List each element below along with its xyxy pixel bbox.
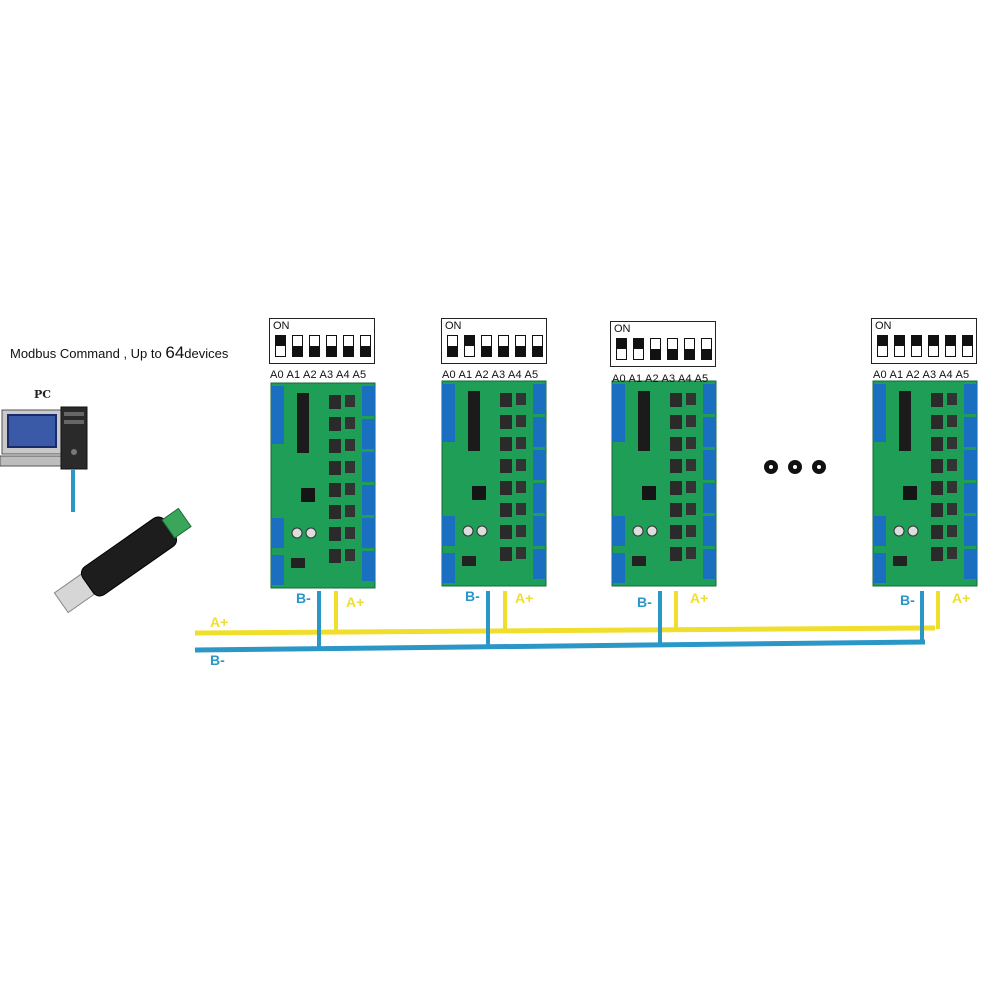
device2-b-minus-label: B- bbox=[465, 588, 480, 604]
dip-switch-4: ON bbox=[871, 318, 977, 364]
dip-switch-4-position-1 bbox=[894, 335, 905, 357]
device4-b-minus-label: B- bbox=[900, 592, 915, 608]
dip-on-label: ON bbox=[445, 320, 462, 332]
dip-switch-2: ON bbox=[441, 318, 547, 364]
pc-label: PC bbox=[34, 388, 52, 401]
dip-switch-2-position-4 bbox=[515, 335, 526, 357]
pc-computer-icon bbox=[0, 406, 88, 470]
device4-a-plus-label: A+ bbox=[952, 590, 971, 606]
relay-board-1 bbox=[270, 382, 376, 589]
diagram-title: Modbus Command , Up to 64devices bbox=[10, 343, 229, 362]
dip-switch-1-position-4 bbox=[343, 335, 354, 357]
more-devices-ellipsis bbox=[764, 460, 836, 479]
dip-on-label: ON bbox=[273, 320, 290, 332]
dip-on-label: ON bbox=[614, 323, 631, 335]
adapter-b-minus-label: B- bbox=[210, 652, 225, 668]
relay-board-3 bbox=[611, 380, 717, 587]
dip-switch-1: ON bbox=[269, 318, 375, 364]
relay-board-2 bbox=[441, 380, 547, 587]
dip-switch-3: ON bbox=[610, 321, 716, 367]
address-labels-3: A0 A1 A2 A3 A4 A5 bbox=[612, 373, 709, 385]
dip-switch-4-position-2 bbox=[911, 335, 922, 357]
dip-switch-4-position-3 bbox=[928, 335, 939, 357]
dip-switch-4-position-5 bbox=[962, 335, 973, 357]
device3-a-plus-label: A+ bbox=[690, 590, 709, 606]
address-labels-4: A0 A1 A2 A3 A4 A5 bbox=[873, 369, 970, 381]
adapter-a-plus-label: A+ bbox=[210, 614, 229, 630]
dip-switch-3-position-4 bbox=[684, 338, 695, 360]
device2-a-plus-label: A+ bbox=[515, 590, 534, 606]
device1-b-minus-label: B- bbox=[296, 590, 311, 606]
dip-switch-3-position-3 bbox=[667, 338, 678, 360]
dip-switch-2-position-5 bbox=[532, 335, 543, 357]
device3-b-minus-label: B- bbox=[637, 594, 652, 610]
dip-switch-1-position-5 bbox=[360, 335, 371, 357]
dip-switch-2-position-0 bbox=[447, 335, 458, 357]
dip-switch-1-position-3 bbox=[326, 335, 337, 357]
dip-switch-3-position-0 bbox=[616, 338, 627, 360]
dip-switch-2-position-1 bbox=[464, 335, 475, 357]
bus-wires bbox=[194, 591, 940, 653]
address-labels-1: A0 A1 A2 A3 A4 A5 bbox=[270, 369, 367, 381]
dip-switch-4-position-0 bbox=[877, 335, 888, 357]
relay-board-4 bbox=[872, 380, 978, 587]
device1-a-plus-label: A+ bbox=[346, 594, 365, 610]
dip-switch-3-position-1 bbox=[633, 338, 644, 360]
dip-switch-3-position-2 bbox=[650, 338, 661, 360]
dip-switch-2-position-2 bbox=[481, 335, 492, 357]
dip-switch-2-position-3 bbox=[498, 335, 509, 357]
address-labels-2: A0 A1 A2 A3 A4 A5 bbox=[442, 369, 539, 381]
dip-on-label: ON bbox=[875, 320, 892, 332]
dip-switch-3-position-5 bbox=[701, 338, 712, 360]
dip-switch-1-position-0 bbox=[275, 335, 286, 357]
usb-rs485-adapter-icon bbox=[53, 507, 192, 614]
dip-switch-1-position-1 bbox=[292, 335, 303, 357]
dip-switch-4-position-4 bbox=[945, 335, 956, 357]
dip-switch-1-position-2 bbox=[309, 335, 320, 357]
